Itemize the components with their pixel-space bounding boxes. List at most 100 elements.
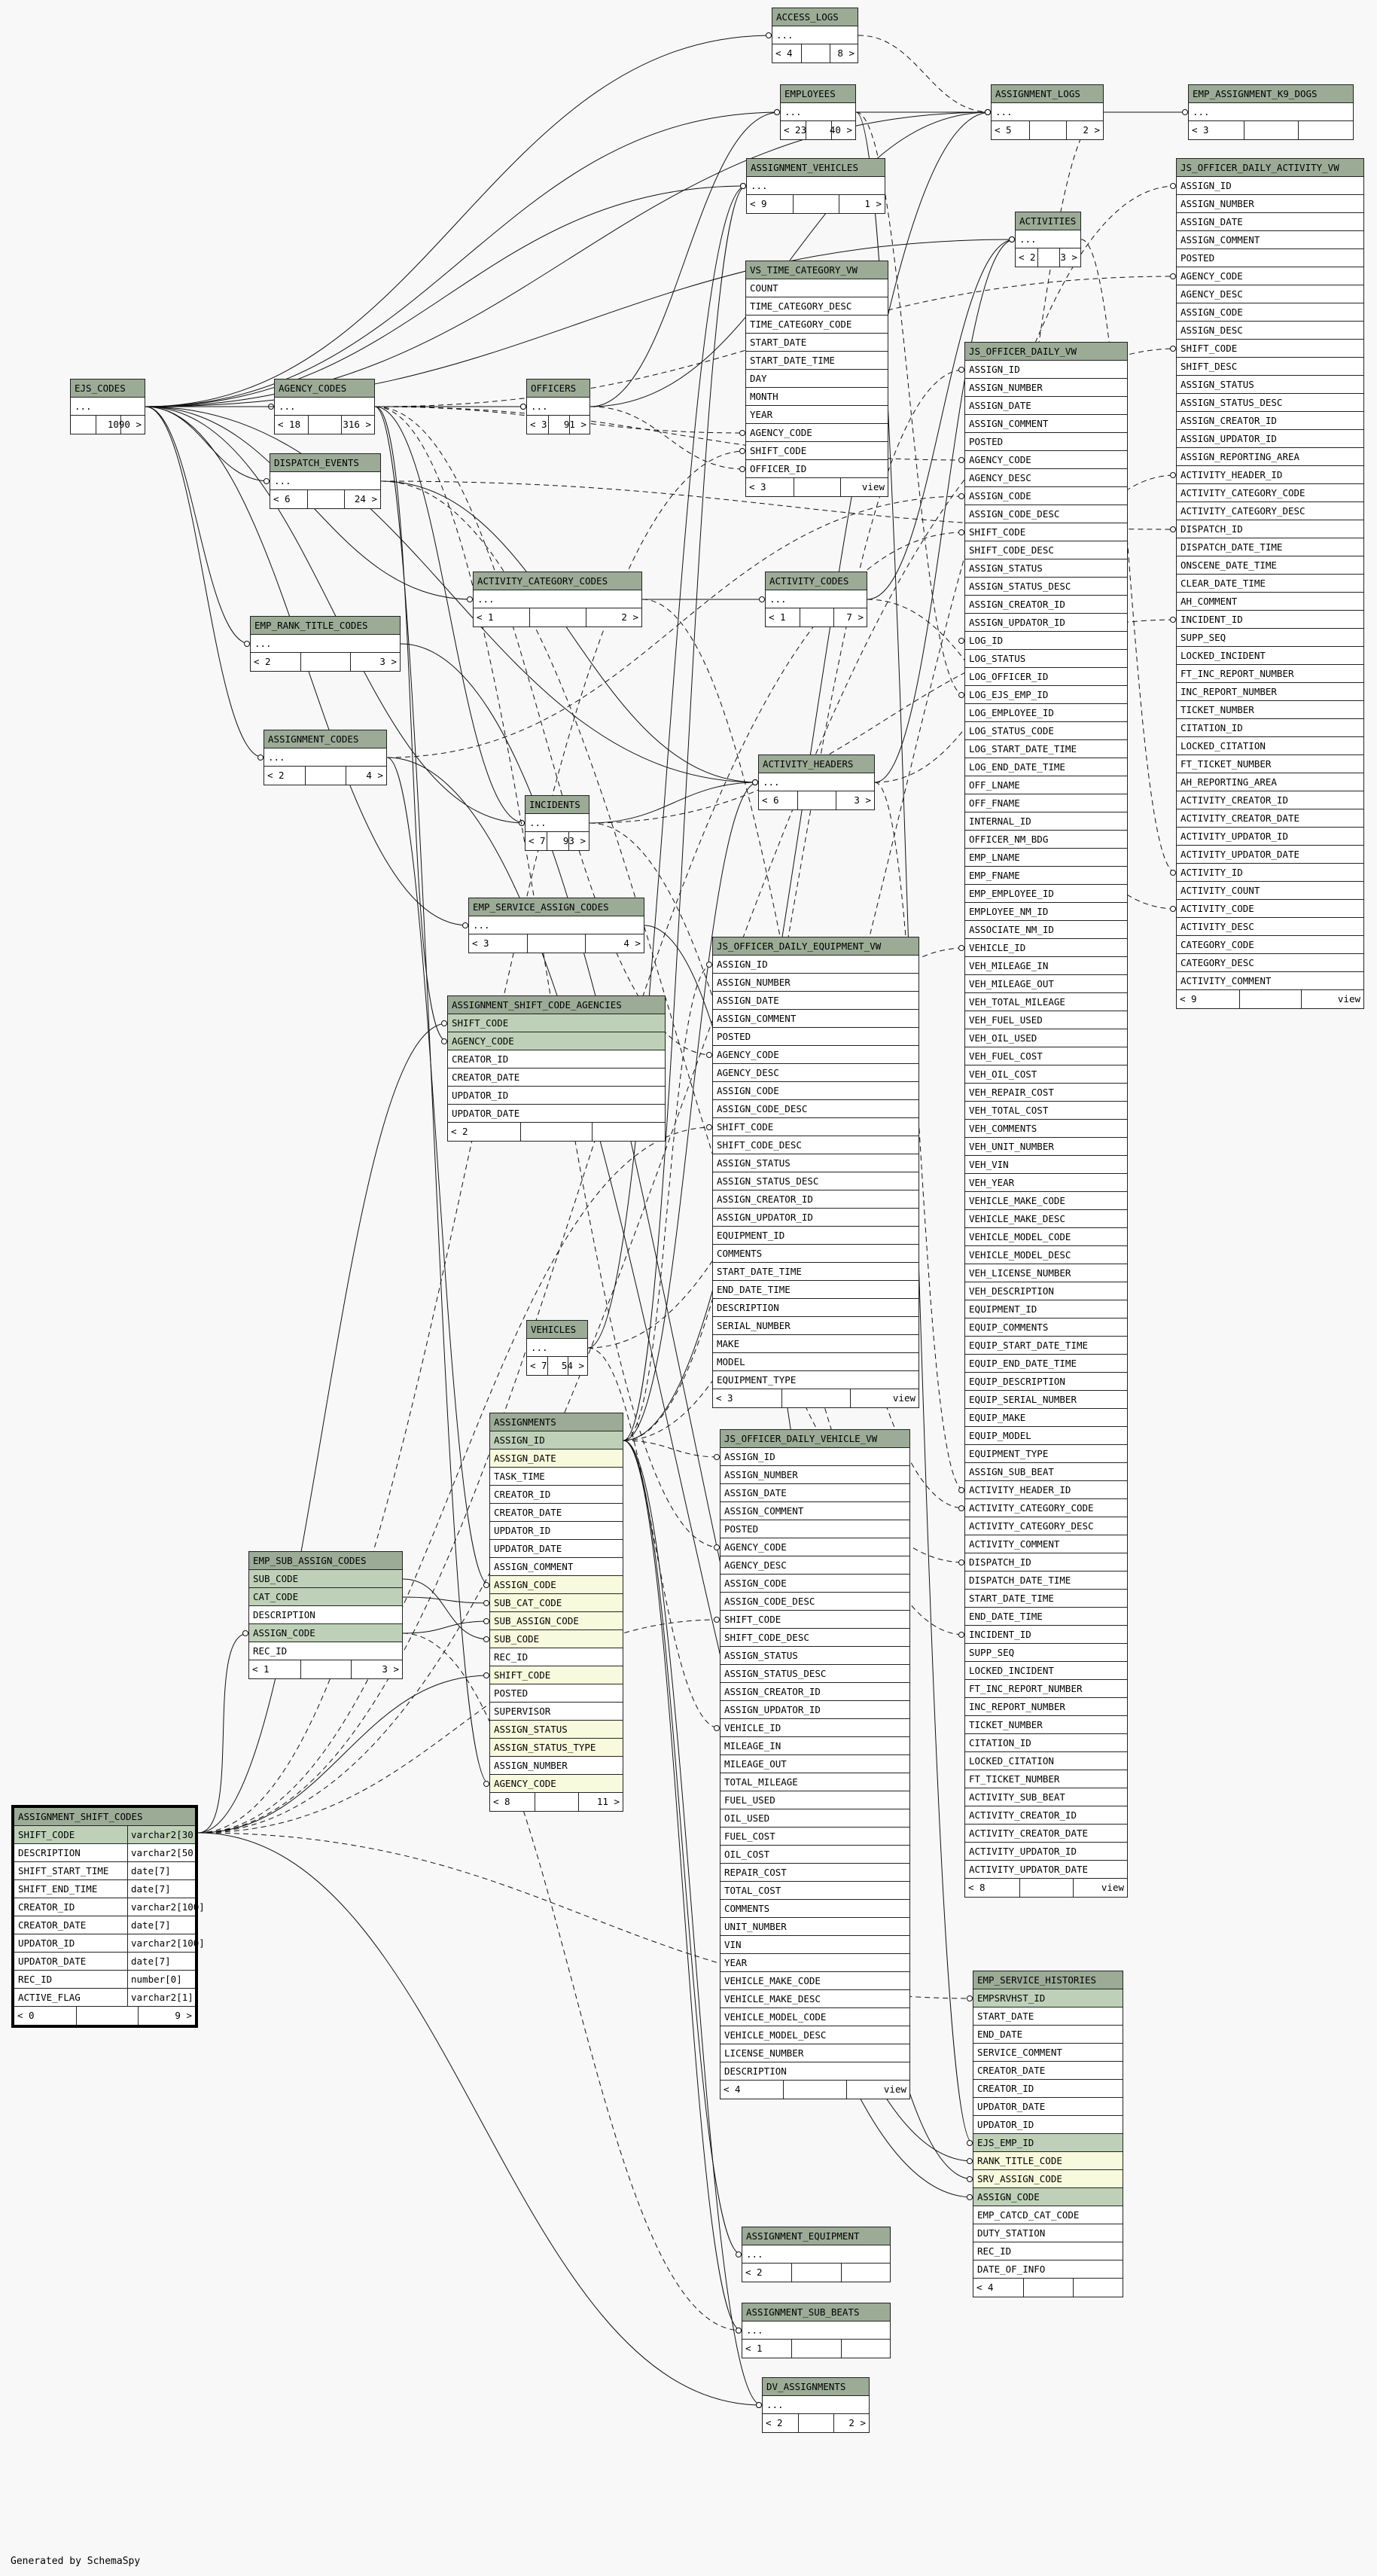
children-count[interactable]: 3 > [1060, 252, 1077, 263]
table-header[interactable]: ASSIGNMENT_CODES [264, 730, 386, 748]
children-count[interactable]: 3 > [382, 1663, 399, 1675]
children-count[interactable]: 2 > [848, 2417, 866, 2428]
parents-count[interactable]: < 3 [1192, 124, 1209, 136]
parents-count[interactable]: < 2 [745, 2267, 763, 2278]
table-assignment-equipment[interactable]: ASSIGNMENT_EQUIPMENT...< 2 [742, 2227, 891, 2282]
table-header[interactable]: ASSIGNMENT_SHIFT_CODES [14, 1808, 195, 1826]
table-header[interactable]: ACCESS_LOGS [772, 8, 858, 26]
children-count[interactable]: 8 > [837, 47, 855, 59]
children-count[interactable]: 2 > [621, 611, 638, 623]
table-header[interactable]: EMPLOYEES [781, 85, 855, 103]
parents-count[interactable]: < 2 [766, 2417, 783, 2428]
parents-count[interactable]: < 4 [775, 47, 793, 59]
children-count[interactable]: 1 > [864, 198, 882, 209]
parents-count[interactable]: < 8 [968, 1882, 986, 1893]
table-header[interactable]: DV_ASSIGNMENTS [763, 2378, 869, 2396]
children-count[interactable]: 91 > [563, 419, 586, 430]
table-header[interactable]: ACTIVITY_HEADERS [759, 755, 874, 773]
table-ejs-codes[interactable]: EJS_CODES...1090 > [70, 379, 145, 434]
table-header[interactable]: ASSIGNMENT_SUB_BEATS [742, 2303, 890, 2321]
children-count[interactable]: view [1101, 1882, 1124, 1893]
parents-count[interactable]: < 5 [995, 124, 1012, 136]
parents-count[interactable]: < 6 [273, 493, 291, 505]
parents-count[interactable]: < 23 [784, 124, 807, 136]
parents-count[interactable]: < 1 [769, 611, 786, 623]
table-assignment-sub-beats[interactable]: ASSIGNMENT_SUB_BEATS...< 1 [742, 2303, 891, 2358]
parents-count[interactable]: < 3 [716, 1392, 733, 1404]
children-count[interactable]: 1090 > [107, 419, 142, 430]
table-header[interactable]: VS_TIME_CATEGORY_VW [746, 261, 888, 279]
table-header[interactable]: VEHICLES [527, 1321, 587, 1339]
parents-count[interactable]: < 9 [1180, 993, 1197, 1004]
table-header[interactable]: EMP_SERVICE_ASSIGN_CODES [469, 898, 644, 916]
parents-count[interactable]: < 9 [750, 198, 767, 209]
children-count[interactable]: view [892, 1392, 915, 1404]
table-header[interactable]: EMP_RANK_TITLE_CODES [251, 617, 400, 635]
table-header[interactable]: ACTIVITY_CATEGORY_CODES [474, 572, 641, 590]
children-count[interactable]: 93 > [562, 835, 586, 846]
children-count[interactable]: 4 > [366, 770, 383, 781]
table-emp-assignment-k9-dogs[interactable]: EMP_ASSIGNMENT_K9_DOGS...< 3 [1188, 84, 1354, 140]
table-header[interactable]: JS_OFFICER_DAILY_VW [965, 343, 1127, 361]
parents-count[interactable]: < 8 [493, 1796, 510, 1807]
parents-count[interactable]: < 4 [724, 2084, 741, 2095]
parents-count[interactable]: < 2 [254, 656, 271, 667]
table-header[interactable]: ASSIGNMENTS [490, 1413, 623, 1431]
table-header[interactable]: ASSIGNMENT_VEHICLES [747, 159, 885, 177]
children-count[interactable]: 9 > [175, 2010, 192, 2021]
parents-count[interactable]: < 1 [745, 2343, 763, 2354]
parents-count[interactable]: < 3 [749, 481, 766, 492]
parents-count[interactable]: < 18 [278, 419, 301, 430]
children-count[interactable]: 2 > [1083, 124, 1100, 136]
parents-count[interactable]: < 0 [17, 2010, 35, 2021]
table-header[interactable]: JS_OFFICER_DAILY_VEHICLE_VW [720, 1430, 909, 1448]
table-header[interactable]: INCIDENTS [526, 796, 589, 814]
children-count[interactable]: view [1337, 993, 1360, 1004]
table-header[interactable]: JS_OFFICER_DAILY_EQUIPMENT_VW [713, 937, 919, 956]
parents-count[interactable]: < 7 [530, 1360, 547, 1371]
children-count[interactable]: view [883, 2084, 906, 2095]
children-count[interactable]: 40 > [829, 124, 852, 136]
table-header[interactable]: ACTIVITY_CODES [766, 572, 867, 590]
parents-count[interactable]: < 1 [477, 611, 494, 623]
table-header[interactable]: AGENCY_CODES [275, 380, 374, 398]
parents-count[interactable]: < 6 [762, 794, 779, 806]
children-count[interactable]: 54 > [561, 1360, 584, 1371]
children-count[interactable]: 7 > [846, 611, 864, 623]
children-count[interactable]: 3 > [379, 656, 397, 667]
table-header[interactable]: EMP_ASSIGNMENT_K9_DOGS [1189, 85, 1353, 103]
table-header[interactable]: EMP_SUB_ASSIGN_CODES [249, 1552, 402, 1570]
parents-count[interactable]: < 4 [976, 2282, 994, 2293]
parents-count[interactable]: < 2 [1019, 252, 1036, 263]
table-header[interactable]: DISPATCH_EVENTS [270, 454, 380, 472]
children-count[interactable]: view [861, 481, 885, 492]
children-count[interactable]: 4 > [623, 937, 641, 949]
table-header[interactable]: JS_OFFICER_DAILY_ACTIVITY_VW [1177, 159, 1363, 177]
table-header[interactable]: ASSIGNMENT_LOGS [992, 85, 1103, 103]
parents-count[interactable]: < 7 [529, 835, 546, 846]
parents-count[interactable]: < 3 [472, 937, 489, 949]
